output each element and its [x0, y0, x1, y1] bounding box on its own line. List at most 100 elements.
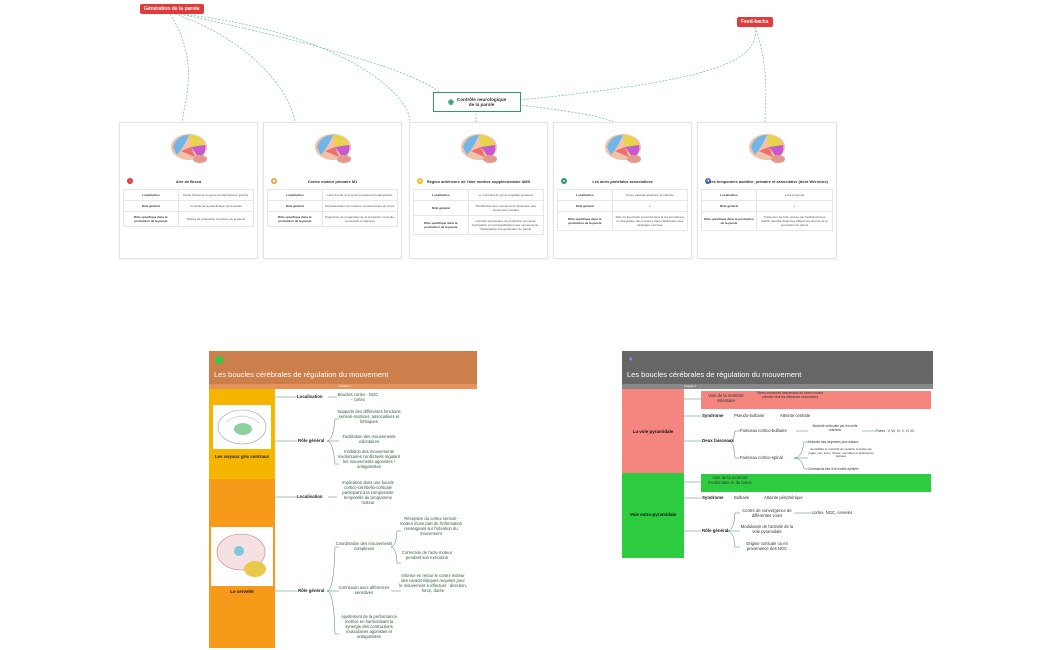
node-f2a[interactable]: Motricité des segments plus distaux [808, 440, 859, 444]
node-c1[interactable]: Coordination des mouvements complexes [335, 541, 393, 551]
section-cervelet-label: Le cervelet [230, 589, 254, 594]
card-row-key: Localisation [557, 189, 613, 201]
node-f2[interactable]: Faisceau cortico-spinal [740, 455, 783, 460]
node-loc1-val[interactable]: Boucles cortex - NGC - cortex [337, 392, 379, 402]
brain-illustration-2 [211, 527, 273, 586]
card-row-key: Localisation [123, 189, 179, 201]
card-row-key: Rôle général [123, 200, 179, 212]
card-row-value: Projections de préparation de la product… [321, 211, 399, 227]
card-row-value: Contrôle de la planification de la parol… [177, 200, 255, 212]
node-p-top-desc[interactable]: Fibres nerveuses descendant du cortex mo… [756, 391, 824, 399]
node-c1a[interactable]: Réception du cortex sensori-moteur d'une… [399, 516, 463, 536]
card-row-key: Rôle spécifique dans la production de la… [557, 211, 613, 231]
card-row: Rôle général+ [700, 200, 833, 212]
node-syndrome-2[interactable]: Syndrome [702, 495, 724, 500]
card-row-key: Rôle spécifique dans la production de la… [413, 215, 469, 235]
brain-illustration-1 [213, 405, 271, 449]
card-row-value: Lobe frontal, le long de la scissure fro… [321, 189, 399, 201]
node-r1c[interactable]: Inhibition des mouvements involontaires … [338, 449, 400, 469]
node-syn2-a[interactable]: Bulbaire [734, 495, 750, 500]
node-loc2-val[interactable]: Implication dans une boucle cortico-céré… [342, 480, 394, 505]
section-extra-pyramidale[interactable] [622, 473, 684, 558]
card-row: Rôle spécifique dans la production de la… [413, 215, 545, 235]
node-syn1-a[interactable]: Pseudo-bulbaire [734, 413, 765, 418]
node-role-1[interactable]: Rôle général [298, 438, 325, 443]
card-row-key: Localisation [413, 189, 469, 201]
right-mindmap[interactable]: ♦ Les boucles cérébrales de régulation d… [622, 351, 933, 558]
pyramidale-top-band [701, 391, 931, 409]
topic-card[interactable]: ◆ Aires temporales auditive, primaire et… [697, 122, 837, 259]
left-mindmap[interactable]: Les boucles cérébrales de régulation du … [209, 351, 477, 648]
node-role-general[interactable]: Rôle général [702, 528, 729, 533]
node-p-top[interactable]: Voie de la motricité volontaire [708, 393, 744, 403]
node-f1a[interactable]: Motricité véhiculée par les nerfs crânie… [812, 424, 858, 432]
section-pyramidale[interactable] [622, 389, 684, 473]
card-row-key: Localisation [700, 189, 758, 201]
tag-generation[interactable]: Génération de la parole [140, 4, 204, 14]
card-row-value: Partie inférieure du gyrus frontal infér… [177, 189, 255, 201]
topic-card[interactable]: ◆ Cortex moteur primaire M1 Localisation… [263, 122, 402, 259]
node-role-2[interactable]: Rôle général [298, 588, 325, 593]
node-c1b[interactable]: Correction de l'acte moteur pendant son … [401, 550, 453, 560]
node-r-a2[interactable]: cortex, NGC, cervelet [812, 510, 853, 515]
node-syndrome-1[interactable]: Syndrome [702, 413, 724, 418]
card-row: Rôle spécifique dans la production de la… [123, 211, 255, 227]
card-row-key: Rôle général [557, 200, 613, 212]
card-status-icon: ● [561, 178, 567, 184]
left-subheader: Chapitre 1 [339, 385, 351, 388]
card-row: Localisation++ Controlat du gyrus cingul… [413, 189, 545, 201]
node-e-top[interactable]: Voie de la motricité involontaire et du … [708, 475, 752, 485]
mic-icon: ♦ [629, 356, 633, 363]
node-f1b[interactable]: Paires : V, VII, IX, X, XI, XII [876, 429, 915, 433]
section-noyaux-label: Les noyaux gris centraux [214, 454, 270, 459]
topic-card[interactable]: ● Les aires pariétales associatives Loca… [553, 122, 692, 259]
node-f2b[interactable]: Sensibilité et motricité de certains mus… [808, 447, 874, 459]
topic-card[interactable]: ★ Région antérieure de l'aire motrice su… [409, 122, 548, 259]
node-c2[interactable]: Connexion avec afférences sensitives [338, 585, 390, 595]
card-title: Aires temporales auditive, primaire et a… [706, 179, 828, 184]
section-pyramidale-label: La voie pyramidale [632, 429, 674, 434]
node-deux-faisceaux[interactable]: Deux faisceaux [702, 438, 734, 443]
node-c2a[interactable]: Informe en retour le cortex moteur des c… [399, 573, 467, 593]
right-subheader: Chapitre 1 [684, 385, 696, 388]
node-r1a[interactable]: Supports des différentes fonctions senso… [337, 409, 401, 424]
card-row: Rôle général+ [557, 200, 689, 212]
card-row-key: Rôle spécifique dans la production de la… [700, 211, 758, 231]
node-f1[interactable]: Faisceau cortico-bulbaire [740, 428, 787, 433]
card-status-icon: ◆ [271, 178, 277, 184]
card-row-value: Rôle de feed-back sensoriel dans la les … [611, 211, 689, 231]
left-subheader-bar [209, 384, 477, 389]
card-status-icon: ! [127, 178, 133, 184]
node-r1b[interactable]: Facilitation des mouvements volontaires [342, 434, 396, 444]
card-row: Rôle spécifique dans la production de la… [700, 211, 833, 231]
card-status-icon: ◆ [705, 178, 711, 184]
extra-top-band [701, 474, 931, 492]
card-row-key: Rôle général [700, 200, 758, 212]
node-syn1-b[interactable]: Atteinte centrale [780, 413, 811, 418]
node-syn2-b[interactable]: Atteinte périphérique [764, 495, 803, 500]
node-localisation-2[interactable]: Localisation [297, 494, 323, 499]
card-title: Les aires pariétales associatives [592, 179, 653, 184]
node-r-a[interactable]: Centre de convergence de différentes voi… [742, 508, 792, 518]
tag-feedback[interactable]: Feed-backs [737, 17, 773, 27]
card-row: Rôle spécifique dans la production de la… [267, 211, 399, 227]
brain-illustration [314, 134, 351, 163]
node-c3[interactable]: Ajustement de la performance motrice en … [341, 614, 397, 639]
node-r-c[interactable]: Origine corticale ou en provenance des N… [746, 541, 788, 551]
node-r-b[interactable]: Modulation de l'activité de la voie pyra… [740, 524, 794, 534]
card-row: Rôle spécifique dans la production de la… [557, 211, 689, 231]
node-f2c[interactable]: Commande liée à la moelle épinière [808, 467, 859, 471]
card-row-key: Rôle général [413, 200, 469, 216]
node-localisation-1[interactable]: Localisation [297, 394, 323, 399]
left-title: Les boucles cérébrales de régulation du … [214, 370, 389, 379]
card-row-value: + [611, 200, 689, 212]
